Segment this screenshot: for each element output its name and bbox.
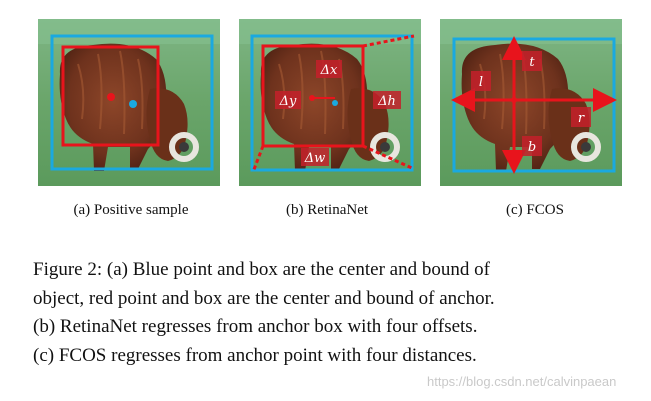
panel-retinanet: Δx Δy Δh Δw — [239, 19, 421, 186]
object-box — [250, 34, 414, 172]
figure-caption-line: (b) RetinaNet regresses from anchor box … — [33, 316, 478, 337]
subcaption-c: (c) FCOS — [506, 202, 564, 218]
label-dx: Δx — [320, 63, 338, 78]
label-dh: Δh — [377, 94, 396, 109]
positive-sample-image — [38, 19, 220, 186]
label-b: b — [528, 140, 536, 155]
panel-fcos: l t r b — [440, 19, 622, 186]
figure-caption: Figure 2: (a) Blue point and box are the… — [33, 256, 645, 370]
anchor-box — [261, 44, 365, 148]
offset-dashed-line — [362, 34, 415, 48]
anchor-center-point — [309, 95, 315, 101]
offset-dashed-line — [251, 145, 265, 173]
subcaption-a: (a) Positive sample — [73, 202, 189, 218]
anchor-box — [61, 45, 160, 147]
object-center-point — [332, 100, 338, 106]
subcaption-b: (b) RetinaNet — [285, 202, 369, 218]
label-l: l — [479, 75, 483, 90]
object-center-point — [129, 100, 137, 108]
object-box — [50, 34, 214, 171]
figure-caption-line: Figure 2: (a) Blue point and box are the… — [33, 259, 490, 280]
fcos-image: l t r b — [440, 19, 622, 186]
anchor-center-point — [107, 93, 115, 101]
label-dy: Δy — [279, 94, 297, 109]
label-dw: Δw — [304, 151, 326, 166]
panel-positive-sample — [38, 19, 220, 186]
figure-caption-line: (c) FCOS regresses from anchor point wit… — [33, 344, 477, 366]
label-t: t — [529, 55, 535, 70]
offset-dashed-line — [362, 144, 415, 171]
anchor-point — [511, 97, 517, 103]
watermark: https://blog.csdn.net/calvinpaean — [427, 374, 617, 389]
label-r: r — [578, 111, 585, 126]
figure-caption-line: object, red point and box are the center… — [33, 287, 495, 309]
retinanet-image: Δx Δy Δh Δw — [239, 19, 421, 186]
